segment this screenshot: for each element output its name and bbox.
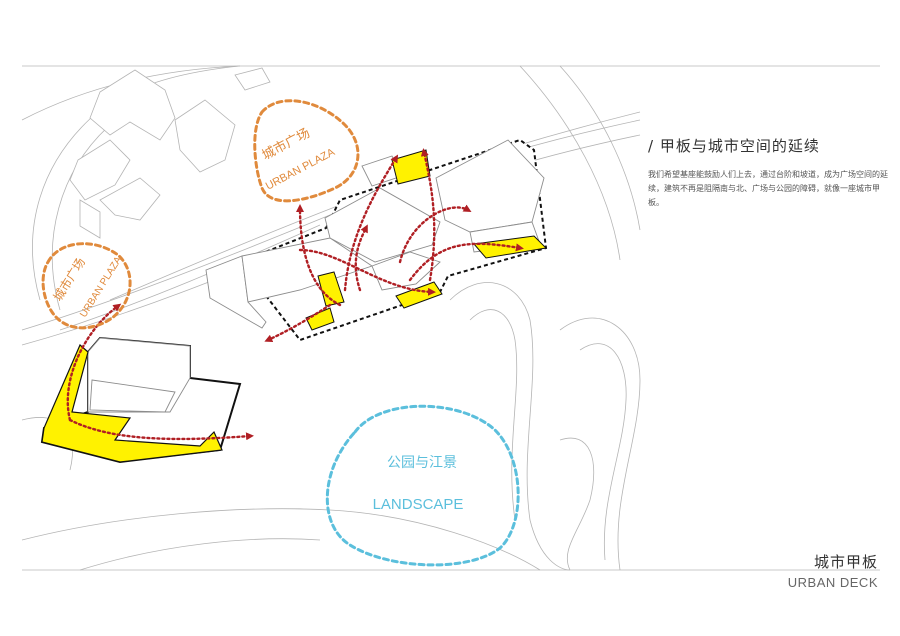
section-heading: / 甲板与城市空间的延续: [648, 137, 820, 155]
deck-stair-center: [317, 271, 345, 307]
section-description: 我们希望基座能鼓励人们上去，通过台阶和坡道，成为广场空间的延续，建筑不再是阻隔南…: [648, 170, 888, 207]
landscape-bubble: [325, 404, 520, 567]
path-main-e: [398, 204, 472, 264]
path-main-center: [354, 224, 368, 292]
context-buildings: [69, 67, 271, 239]
footer-title-cn: 城市甲板: [813, 553, 878, 571]
path-main-nw: [296, 204, 342, 307]
path-main-ne: [408, 242, 524, 282]
plaza-left-bubble: [41, 242, 132, 330]
plaza-top-bubble: [253, 99, 360, 203]
path-main-s: [298, 248, 436, 296]
plaza-top-cn: 城市广场: [259, 125, 312, 164]
path-main-sw: [264, 303, 332, 342]
left-building: [40, 336, 242, 464]
path-main-n: [343, 154, 399, 292]
landscape-en: LANDSCAPE: [373, 496, 464, 513]
circulation-paths: [66, 148, 524, 441]
landscape-cn: 公园与江景: [387, 455, 457, 471]
plaza-left-cn: 城市广场: [50, 255, 88, 304]
path-left: [66, 303, 122, 422]
path-left-east: [68, 418, 254, 441]
footer-title-en: URBAN DECK: [787, 575, 878, 590]
path-main-nn: [420, 148, 436, 282]
